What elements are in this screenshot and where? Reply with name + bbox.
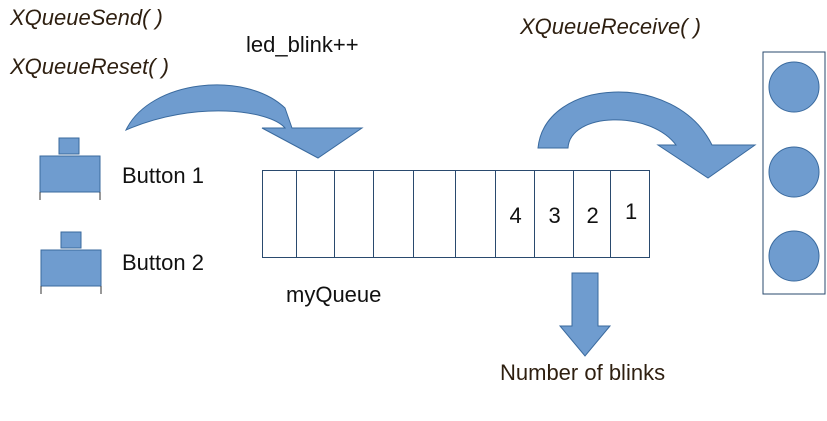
queue-cell: 2 [574, 171, 611, 257]
button1-label: Button 1 [122, 163, 204, 188]
button2-icon [40, 231, 102, 294]
led-panel [762, 51, 826, 295]
led-1 [768, 61, 820, 113]
queue-cell-value: 3 [548, 203, 561, 228]
number-of-blinks-label: Number of blinks [500, 360, 666, 385]
queue-cell: 1 [611, 171, 651, 257]
queue-cell [374, 171, 414, 257]
queue-cell: 4 [496, 171, 535, 257]
blinks-down-arrow [558, 272, 612, 357]
queue-cell [297, 171, 335, 257]
queue-cell-value: 2 [586, 203, 599, 228]
led-3 [768, 230, 820, 282]
button2-label: Button 2 [122, 250, 204, 275]
queue-reset-label: XQueueReset( ) [10, 54, 169, 79]
queue-receive-label: XQueueReceive( ) [520, 14, 701, 39]
receive-arrow [537, 91, 757, 179]
queue-name-label: myQueue [286, 282, 382, 307]
button1-icon [39, 137, 101, 200]
led-blink-label: led_blink++ [246, 32, 359, 57]
queue-cell [335, 171, 374, 257]
send-arrow [124, 84, 364, 159]
queue-cell [456, 171, 496, 257]
queue-cell-value: 4 [509, 203, 522, 228]
queue-send-label: XQueueSend( ) [10, 5, 163, 30]
queue-cell [414, 171, 456, 257]
led-2 [768, 146, 820, 198]
queue-cell [263, 171, 297, 257]
queue-cell: 3 [535, 171, 574, 257]
queue-cell-value: 1 [625, 199, 638, 224]
